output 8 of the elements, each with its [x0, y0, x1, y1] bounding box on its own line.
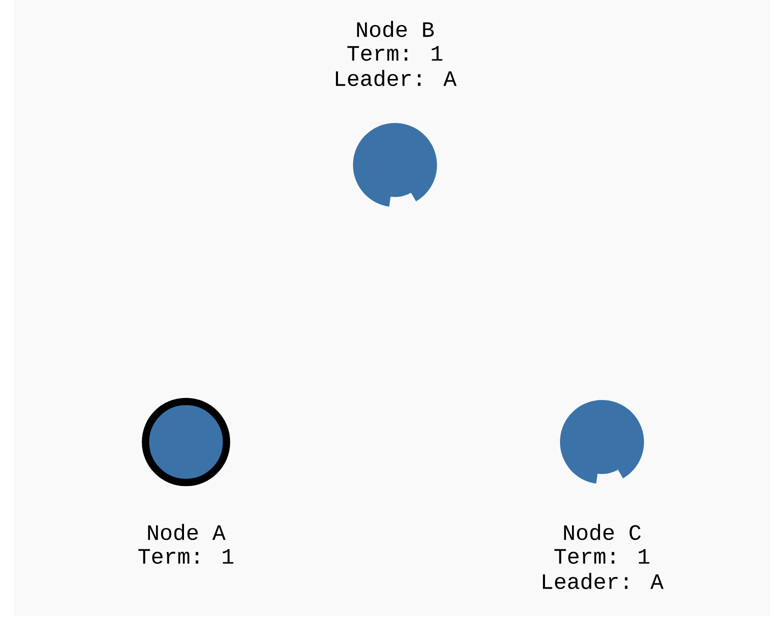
node-label: Node C [564, 524, 641, 540]
node-label: Leader: A [542, 572, 664, 590]
node-label: Node B [357, 20, 434, 38]
node-label: Leader: A [336, 70, 457, 86]
node-label: Term: 1 [554, 549, 650, 564]
node-label: Node A [148, 524, 226, 540]
node-label: Term: 1 [347, 46, 442, 61]
node-label: Term: 1 [138, 549, 234, 564]
